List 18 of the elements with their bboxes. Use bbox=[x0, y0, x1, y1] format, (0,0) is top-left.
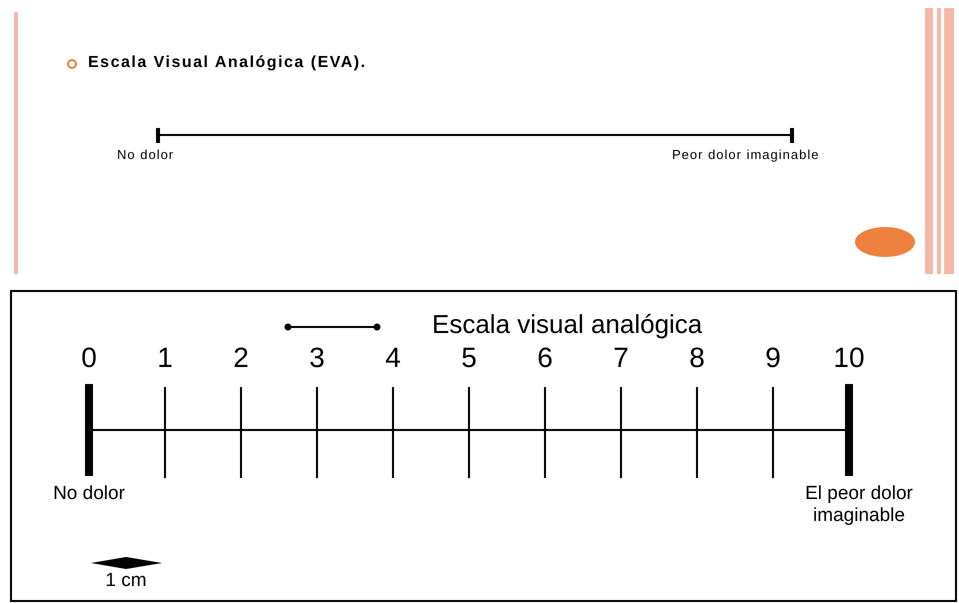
tick-number: 3 bbox=[308, 342, 326, 374]
tick-number: 10 bbox=[832, 342, 866, 374]
tick-number: 9 bbox=[764, 342, 782, 374]
tick-number: 5 bbox=[460, 342, 478, 374]
tick-number: 8 bbox=[688, 342, 706, 374]
scale-end-label: El peor dolor imaginable bbox=[804, 483, 914, 527]
tick-number: 1 bbox=[156, 342, 174, 374]
tick-number: 4 bbox=[384, 342, 402, 374]
scale-title: Escala visual analógica bbox=[432, 310, 704, 340]
tick-number: 6 bbox=[536, 342, 554, 374]
slide-heading: Escala Visual Analógica (EVA). bbox=[88, 54, 368, 72]
scale-end-label: No dolor bbox=[117, 148, 176, 163]
scale-unit-label: 1 cm bbox=[104, 570, 148, 592]
tick-number: 0 bbox=[80, 342, 98, 374]
scale-end-label: No dolor bbox=[52, 483, 126, 505]
scale-end-label: Peor dolor imaginable bbox=[672, 148, 820, 163]
tick-number: 7 bbox=[612, 342, 630, 374]
tick-number: 2 bbox=[232, 342, 250, 374]
